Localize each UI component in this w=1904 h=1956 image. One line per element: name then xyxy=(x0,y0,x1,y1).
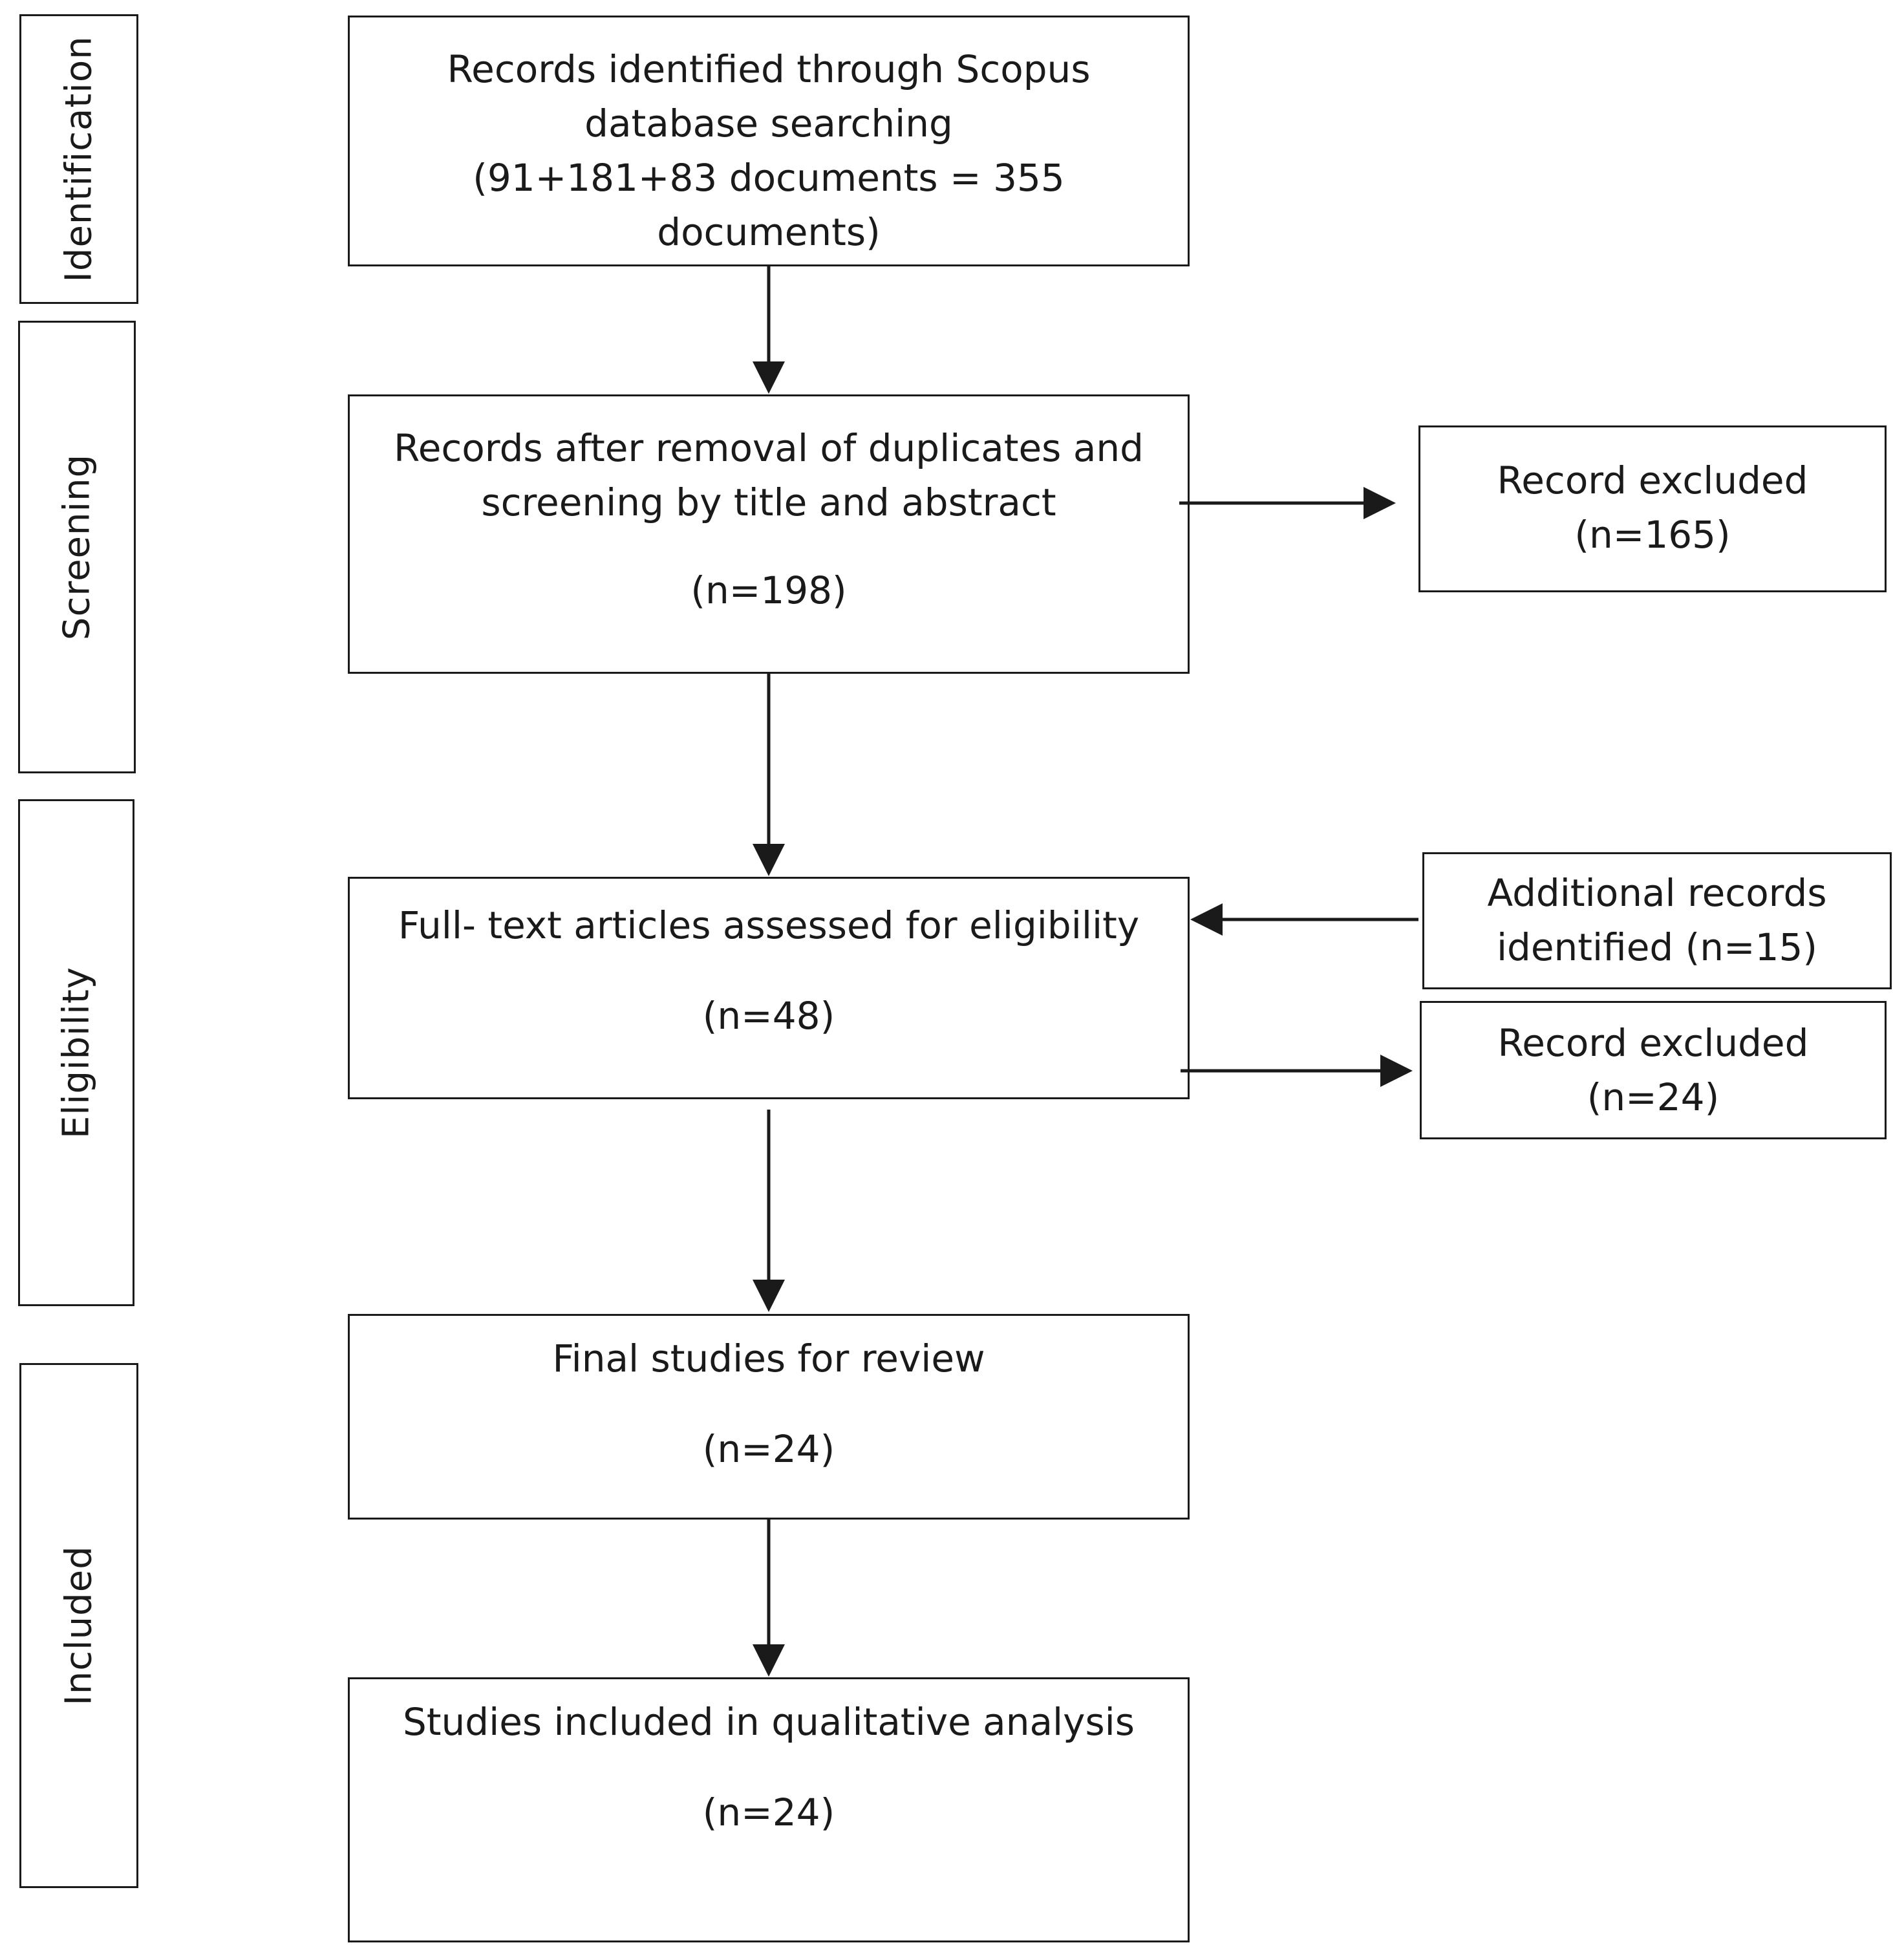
stage-identification: Identification xyxy=(19,14,138,304)
records-screened-count: (n=198) xyxy=(690,568,847,612)
box-additional-records: Additional records identified (n=15) xyxy=(1422,852,1892,989)
excluded-eligibility-text: Record excluded xyxy=(1497,1021,1809,1065)
box-excluded-screening: Record excluded (n=165) xyxy=(1418,425,1887,592)
box-records-identified: Records identified through Scopus databa… xyxy=(348,16,1190,266)
additional-records-text: Additional records identified (n=15) xyxy=(1487,871,1827,969)
stage-included: Included xyxy=(19,1363,138,1888)
qualitative-analysis-text: Studies included in qualitative analysis xyxy=(402,1700,1135,1744)
qualitative-analysis-count: (n=24) xyxy=(702,1790,835,1834)
excluded-eligibility-count: (n=24) xyxy=(1587,1075,1720,1119)
box-excluded-eligibility: Record excluded (n=24) xyxy=(1420,1001,1887,1139)
box-final-studies: Final studies for review (n=24) xyxy=(348,1314,1190,1520)
final-studies-text: Final studies for review xyxy=(552,1337,985,1381)
excluded-screening-text: Record excluded xyxy=(1497,458,1808,502)
excluded-screening-count: (n=165) xyxy=(1574,513,1731,557)
full-text-articles-count: (n=48) xyxy=(702,994,835,1038)
records-identified-text: Records identified through Scopus databa… xyxy=(447,47,1091,254)
final-studies-count: (n=24) xyxy=(702,1427,835,1471)
full-text-articles-text: Full- text articles assessed for eligibi… xyxy=(398,903,1140,947)
records-screened-text: Records after removal of duplicates and … xyxy=(394,426,1144,524)
stage-screening: Screening xyxy=(18,321,136,773)
box-full-text-articles: Full- text articles assessed for eligibi… xyxy=(348,877,1190,1099)
stage-eligibility: Eligibility xyxy=(18,799,134,1306)
box-qualitative-analysis: Studies included in qualitative analysis… xyxy=(348,1677,1190,1942)
box-records-screened: Records after removal of duplicates and … xyxy=(348,394,1190,674)
